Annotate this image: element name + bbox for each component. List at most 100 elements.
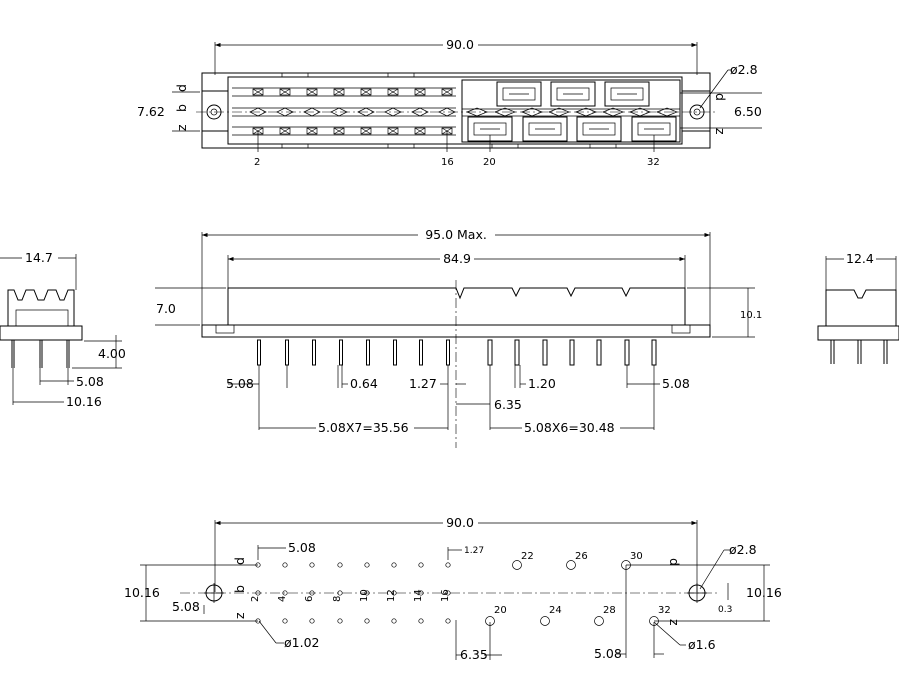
power-pin-number: 24 (549, 605, 562, 616)
contact-diamond (411, 107, 429, 117)
fp-offset-127: 1.27 (464, 546, 484, 556)
contact-diamond (330, 107, 348, 117)
power-pin-number: 30 (630, 551, 643, 562)
side-body-height: 7.0 (156, 301, 176, 316)
top-row-pitch: 7.62 (137, 104, 165, 119)
power-cell-top (550, 81, 596, 107)
signal-pin (446, 339, 450, 366)
contact-cell (252, 88, 264, 96)
fp-row-d-right: d (667, 558, 682, 566)
signal-hole (309, 618, 315, 624)
left-pin-pitch: 5.08 (76, 374, 104, 389)
contact-cell (360, 88, 372, 96)
signal-hole (337, 562, 343, 568)
signal-pin-number: 14 (413, 589, 424, 602)
fp-hole-signal: ø1.02 (284, 635, 319, 650)
top-row-distance: 6.50 (734, 104, 762, 119)
power-pin (542, 339, 548, 366)
power-pin-number: 22 (521, 551, 534, 562)
fp-bottom-offset: 6.35 (460, 647, 488, 662)
top-row-d-right: d (713, 93, 728, 101)
signal-hole (309, 562, 315, 568)
fp-width: 90.0 (446, 515, 474, 530)
power-pin (651, 339, 657, 366)
contact-cell (279, 88, 291, 96)
fp-row-b: b (232, 585, 247, 593)
side-pins (257, 339, 657, 366)
signal-pin-number: 16 (440, 589, 451, 602)
signal-pin-number: 2 (250, 596, 261, 602)
power-pin (596, 339, 602, 366)
contact-cell (306, 88, 318, 96)
power-diamond (656, 107, 678, 117)
power-pin (569, 339, 575, 366)
contact-cell (279, 127, 291, 135)
fp-row-z: z (232, 612, 247, 619)
power-diamond (494, 107, 516, 117)
contact-diamond (357, 107, 375, 117)
power-pin-number: 20 (494, 605, 507, 616)
signal-contact-rows (232, 87, 456, 136)
signal-hole (337, 590, 343, 596)
signal-pin-number: 10 (359, 589, 370, 602)
power-cell-bottom (576, 116, 622, 142)
power-hole-top (566, 560, 576, 570)
side-pitch-right: 5.08 (662, 376, 690, 391)
fp-row-z-right: z (667, 619, 682, 626)
contact-cell (333, 127, 345, 135)
signal-hole (445, 562, 451, 568)
power-pin-number: 32 (658, 605, 671, 616)
signal-hole (418, 618, 424, 624)
side-max-length: 95.0 Max. (425, 227, 487, 242)
top-row-d: d (174, 84, 189, 92)
power-cell-bottom (522, 116, 568, 142)
signal-hole (282, 590, 288, 596)
signal-hole (309, 590, 315, 596)
top-row-z: z (174, 124, 189, 131)
power-diamond (575, 107, 597, 117)
power-pin (514, 339, 520, 366)
signal-pin (339, 339, 343, 366)
power-hole-top (512, 560, 522, 570)
signal-hole (391, 562, 397, 568)
signal-hole (364, 562, 370, 568)
power-diamond (521, 107, 543, 117)
power-pin (487, 339, 493, 366)
signal-hole (282, 618, 288, 624)
signal-hole (364, 618, 370, 624)
top-view: 90.0 7.62 d b z (137, 37, 762, 168)
power-hole-bottom (594, 616, 604, 626)
power-contact-cells (466, 81, 678, 142)
signal-hole (282, 562, 288, 568)
signal-pin-number: 6 (304, 596, 315, 602)
side-view: 95.0 Max. 84.9 7.0 10.1 5.08 0.64 (155, 227, 762, 448)
contact-cell (387, 127, 399, 135)
signal-hole (418, 590, 424, 596)
signal-pin (366, 339, 370, 366)
signal-pin (257, 339, 261, 366)
power-cell-top (604, 81, 650, 107)
top-row-b: b (174, 104, 189, 112)
side-center-offset: 6.35 (494, 397, 522, 412)
signal-pin-number: 12 (386, 589, 397, 602)
power-cell-top (496, 81, 542, 107)
power-pin (624, 339, 630, 366)
signal-hole (445, 618, 451, 624)
signal-pin (285, 339, 289, 366)
contact-diamond (438, 107, 456, 117)
signal-pin (419, 339, 423, 366)
fp-left-span: 10.16 (124, 585, 160, 600)
power-diamond (629, 107, 651, 117)
contact-cell (387, 88, 399, 96)
fp-row-pitch: 5.08 (288, 540, 316, 555)
fp-row-d: d (232, 557, 247, 565)
top-pin-20: 20 (483, 157, 496, 168)
fp-hole-mount: ø2.8 (729, 542, 757, 557)
contact-diamond (249, 107, 267, 117)
contact-cell (414, 88, 426, 96)
fp-left-offset: 5.08 (172, 599, 200, 614)
power-diamond (466, 107, 488, 117)
